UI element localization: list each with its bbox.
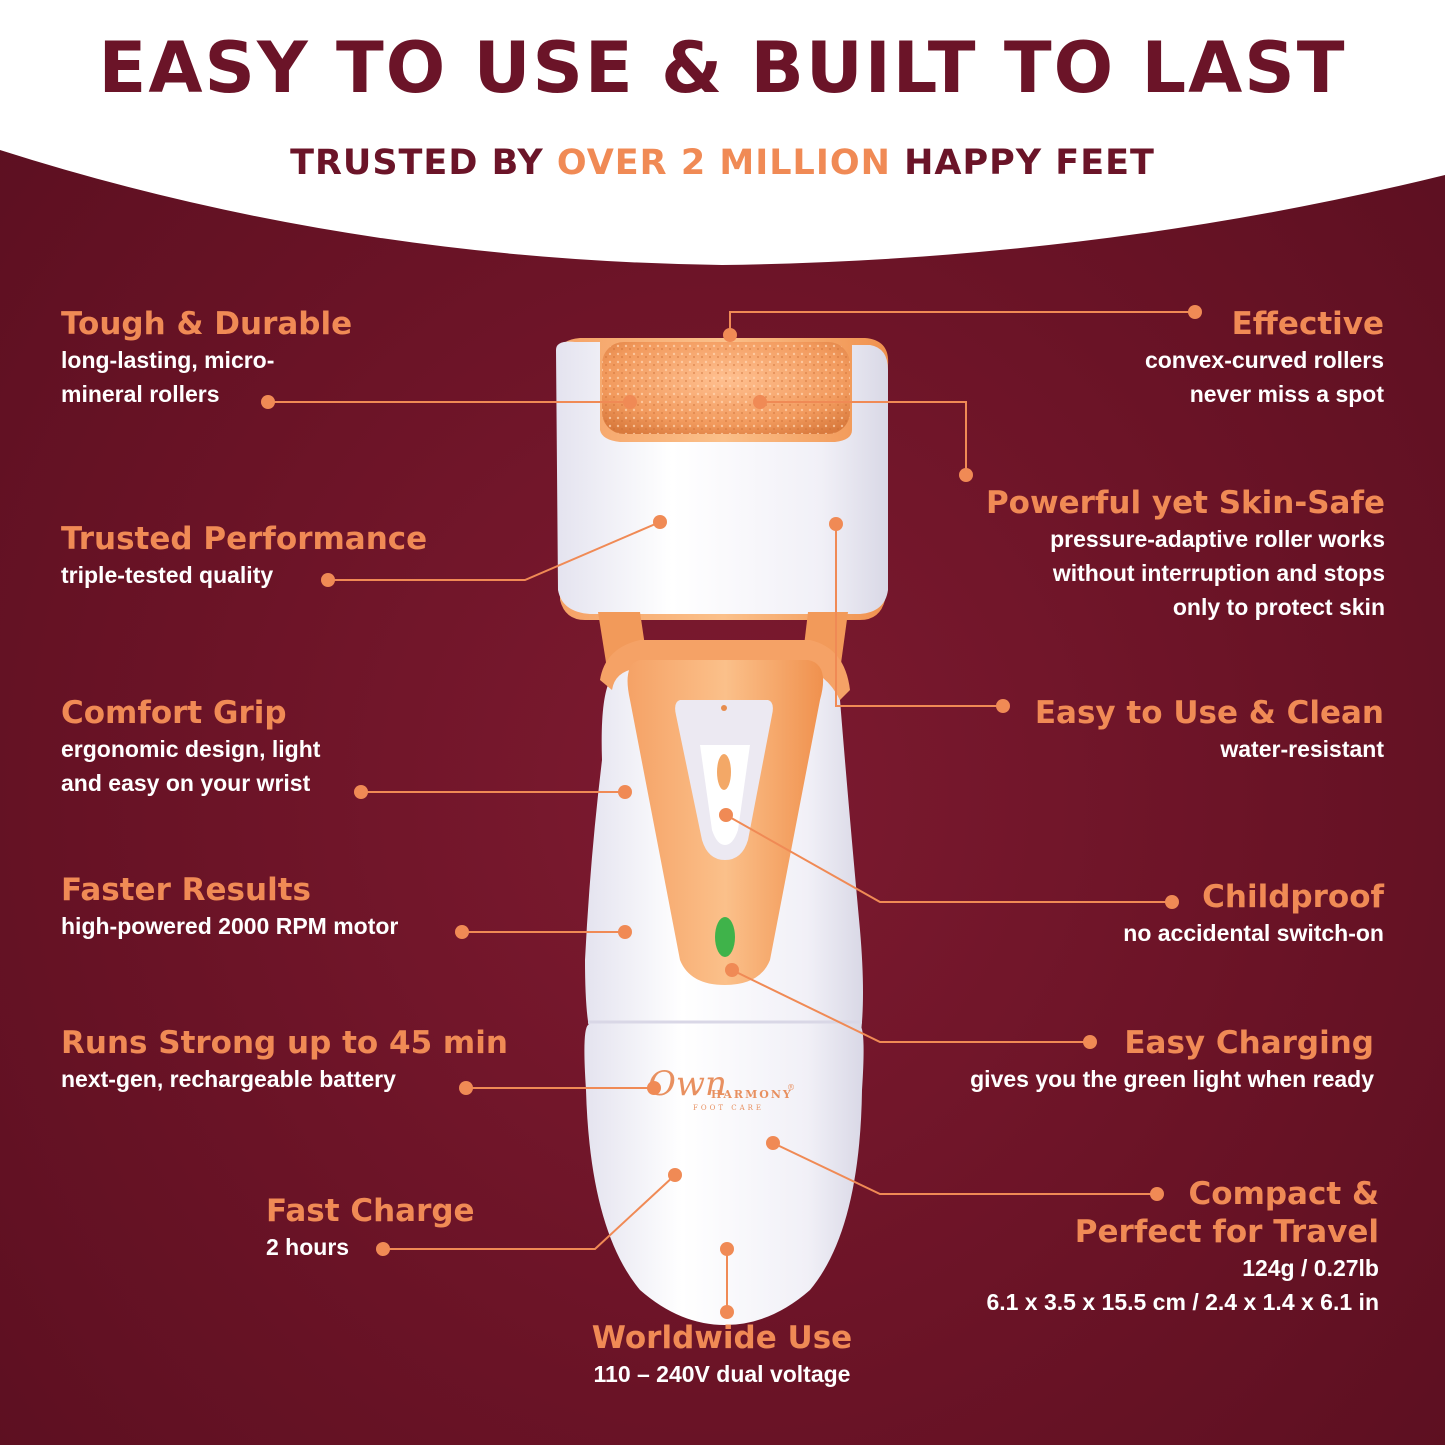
callout-text: long-lasting, micro- <box>61 347 275 373</box>
callout-text: mineral rollers <box>61 381 220 407</box>
callout-title: Trusted Performance <box>61 521 428 557</box>
callout-title: Childproof <box>1202 879 1384 915</box>
callout-easy-charging: Easy Charging gives you the green light … <box>970 1024 1374 1096</box>
callout-title: Runs Strong up to 45 min <box>61 1025 508 1061</box>
callout-title: Comfort Grip <box>61 695 287 731</box>
header-arc <box>0 0 1445 265</box>
callout-faster-results: Faster Results high-powered 2000 RPM mot… <box>61 871 398 943</box>
callout-fast-charge: Fast Charge 2 hours <box>266 1192 475 1264</box>
callout-text: 2 hours <box>266 1234 350 1260</box>
callout-title: Compact & <box>1188 1176 1379 1212</box>
page-subtitle: TRUSTED BY OVER 2 MILLION HAPPY FEET <box>0 142 1445 184</box>
callout-compact-travel: Compact & Perfect for Travel 124g / 0.27… <box>986 1175 1379 1319</box>
callout-text: water-resistant <box>1220 736 1384 762</box>
callout-trusted-performance: Trusted Performance triple-tested qualit… <box>61 520 427 592</box>
callout-text: never miss a spot <box>1189 381 1384 407</box>
callout-text: gives you the green light when ready <box>970 1066 1374 1092</box>
callout-text: convex-curved rollers <box>1144 347 1384 373</box>
callout-easy-use-clean: Easy to Use & Clean water-resistant <box>1035 694 1384 766</box>
callout-powerful-skin-safe: Powerful yet Skin-Safe pressure-adaptive… <box>986 484 1385 624</box>
callout-title: Easy to Use & Clean <box>1034 695 1384 731</box>
subtitle-accent: OVER 2 MILLION <box>556 143 891 183</box>
callout-tough-durable: Tough & Durable long-lasting, micro- min… <box>61 305 352 411</box>
callout-runs-strong: Runs Strong up to 45 min next-gen, recha… <box>61 1024 508 1096</box>
subtitle-suffix: HAPPY FEET <box>890 143 1155 183</box>
brand-name: HARMONY <box>711 1088 793 1101</box>
callout-text: no accidental switch-on <box>1123 920 1384 946</box>
brand-tagline: FOOT CARE <box>693 1104 765 1112</box>
callout-text: only to protect skin <box>1172 594 1385 620</box>
callout-text: 6.1 x 3.5 x 15.5 cm / 2.4 x 1.4 x 6.1 in <box>986 1289 1379 1315</box>
callout-title: Faster Results <box>61 872 311 908</box>
callout-text: next-gen, rechargeable battery <box>61 1066 396 1092</box>
callout-title: Fast Charge <box>266 1193 475 1229</box>
page-title: EASY TO USE & BUILT TO LAST <box>98 27 1347 109</box>
callout-title: Easy Charging <box>1124 1025 1374 1061</box>
callout-text: and easy on your wrist <box>61 770 311 796</box>
power-switch <box>717 754 731 790</box>
callout-text: 110 – 240V dual voltage <box>593 1361 851 1387</box>
callout-effective: Effective convex-curved rollers never mi… <box>1145 305 1384 411</box>
callout-title: Tough & Durable <box>61 306 353 342</box>
callout-title: Effective <box>1231 306 1384 342</box>
callout-text: pressure-adaptive roller works <box>1050 526 1385 552</box>
callout-childproof: Childproof no accidental switch-on <box>1123 878 1384 950</box>
callout-worldwide-use: Worldwide Use 110 – 240V dual voltage <box>562 1319 882 1391</box>
callout-title: Perfect for Travel <box>1074 1214 1379 1250</box>
callout-title: Worldwide Use <box>591 1320 853 1356</box>
subtitle-prefix: TRUSTED BY <box>290 143 557 183</box>
callout-text: 124g / 0.27lb <box>1242 1255 1379 1281</box>
callout-text: ergonomic design, light <box>61 736 321 762</box>
callout-text: high-powered 2000 RPM motor <box>61 913 399 939</box>
charge-indicator <box>715 917 735 957</box>
callout-title: Powerful yet Skin-Safe <box>985 485 1385 521</box>
brand-trademark: ® <box>787 1083 795 1092</box>
callout-comfort-grip: Comfort Grip ergonomic design, light and… <box>61 694 320 800</box>
brand-script: Own <box>648 1064 727 1104</box>
callout-text: without interruption and stops <box>1052 560 1385 586</box>
callout-text: triple-tested quality <box>61 562 274 588</box>
